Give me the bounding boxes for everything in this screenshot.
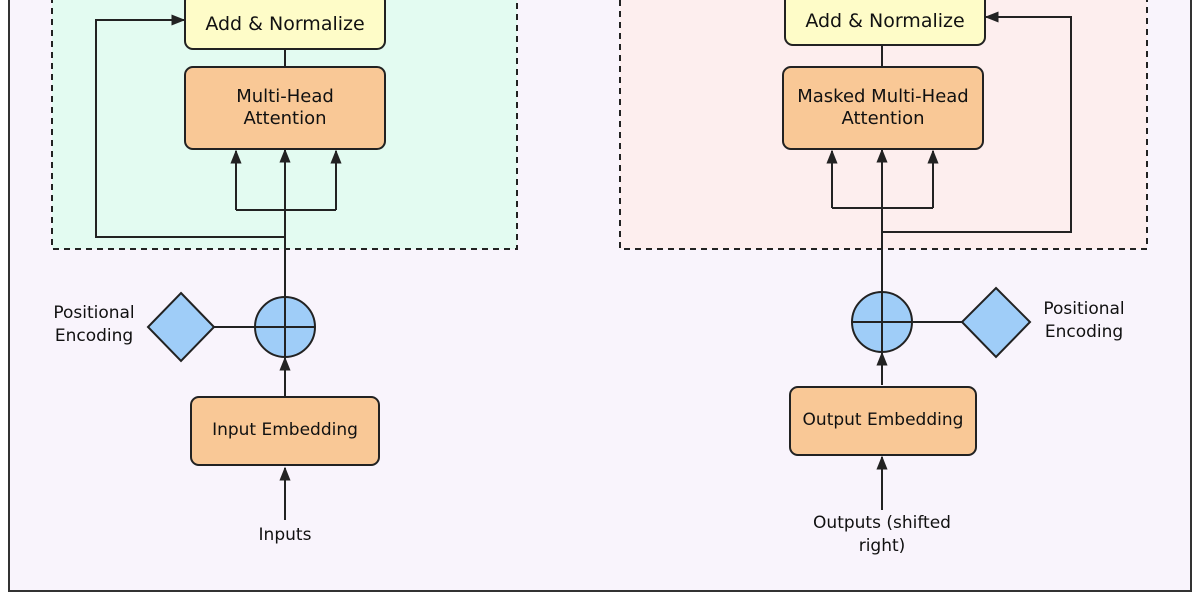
decoder-add-normalize: Add & Normalize <box>784 0 986 46</box>
encoder-attention-label: Multi-Head Attention <box>236 85 334 130</box>
decoder-add-normalize-label: Add & Normalize <box>805 10 965 33</box>
decoder-positional-encoding-label: Positional Encoding <box>1043 299 1125 342</box>
encoder-positional-encoding-diamond-icon <box>146 291 216 363</box>
decoder-residual-arrow <box>882 11 1072 233</box>
decoder-adder-icon <box>851 291 913 353</box>
decoder-output-embedding: Output Embedding <box>789 386 977 456</box>
encoder-inputs-label: Inputs <box>258 525 312 545</box>
encoder-add-normalize: Add & Normalize <box>184 0 386 50</box>
decoder-embedding-label: Output Embedding <box>802 410 964 431</box>
encoder-residual-arrow <box>95 14 285 238</box>
encoder-add-normalize-label: Add & Normalize <box>205 13 365 36</box>
encoder-input-embedding: Input Embedding <box>190 396 380 466</box>
decoder-positional-encoding-diamond-icon <box>960 286 1032 359</box>
encoder-embedding-label: Input Embedding <box>212 420 358 441</box>
encoder-positional-encoding-label: Positional Encoding <box>53 303 135 346</box>
decoder-masked-multi-head-attention: Masked Multi-Head Attention <box>782 66 984 150</box>
encoder-multi-head-attention: Multi-Head Attention <box>184 66 386 150</box>
decoder-outputs-label: Outputs (shifted right) <box>813 513 951 556</box>
encoder-adder-icon <box>254 296 316 358</box>
decoder-attention-label: Masked Multi-Head Attention <box>797 85 969 130</box>
